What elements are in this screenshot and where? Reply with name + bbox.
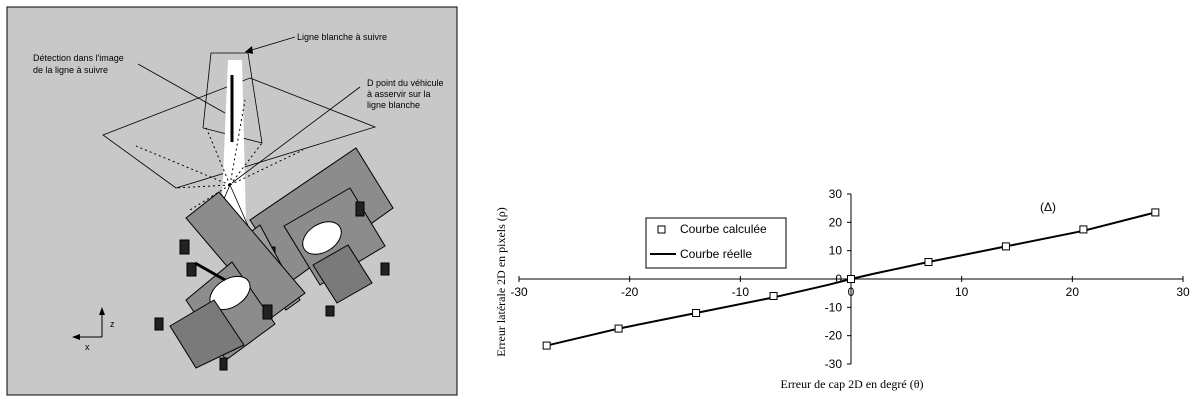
- axis-x-label: x: [85, 342, 90, 352]
- legend-marker-calculee: [657, 225, 666, 234]
- camera-image-plane: [202, 52, 263, 144]
- data-point-courbe-calculee: [847, 275, 855, 283]
- x-tick-label: 0: [848, 285, 855, 299]
- legend-box: [645, 217, 787, 269]
- y-axis-label: Erreur latérale 2D en pixels (ρ): [494, 207, 508, 357]
- label-point-2: à asservir sur la: [367, 89, 431, 99]
- label-detection-2: de la ligne à suivre: [33, 65, 108, 75]
- vehicle-diagram: Détection dans l'image de la ligne à sui…: [6, 6, 458, 396]
- ground-image-plane: [102, 77, 377, 189]
- x-axis-label: Erreur de cap 2D en degré (θ): [780, 377, 923, 391]
- data-point-courbe-calculee: [542, 341, 551, 350]
- x-tick-label: 30: [1176, 285, 1190, 299]
- x-arrow-icon: [72, 334, 80, 340]
- y-tick-label: -20: [825, 329, 843, 343]
- callout-arrows: [137, 36, 361, 184]
- x-tick-label: -20: [621, 285, 639, 299]
- annotation-delta: (Δ): [1040, 200, 1056, 214]
- label-detection-1: Détection dans l'image: [33, 53, 124, 63]
- data-point-courbe-calculee: [924, 258, 933, 266]
- label-white-line: Ligne blanche à suivre: [297, 32, 387, 42]
- x-tick-label: -30: [510, 285, 528, 299]
- axis-indicator: [77, 312, 103, 338]
- data-point-courbe-calculee: [769, 292, 778, 300]
- chart-ticks: -30 -20 -10 0 10 20 30 -30 -20 -10 0 10 20 30: [510, 187, 1190, 371]
- chart: -30 -20 -10 0 10 20 30 -30 -20 -10 0 10 20 30 Erreur …: [494, 187, 1190, 391]
- label-point-3: ligne blanche: [367, 100, 420, 110]
- z-arrow-icon: [99, 307, 105, 315]
- data-point-courbe-calculee: [1001, 242, 1010, 251]
- legend-label-calculee: Courbe calculée: [680, 222, 767, 236]
- data-point-courbe-calculee: [1151, 208, 1160, 217]
- data-point-courbe-calculee: [692, 309, 701, 317]
- vehicle-left: [154, 191, 306, 371]
- data-point-courbe-calculee: [1079, 225, 1088, 234]
- chart-series: [542, 208, 1160, 350]
- arrowhead: [245, 46, 253, 54]
- y-tick-label: 10: [829, 244, 843, 258]
- legend-label-reelle: Courbe réelle: [680, 247, 752, 261]
- x-tick-label: 20: [1066, 285, 1080, 299]
- axis-z-label: z: [110, 319, 115, 329]
- label-point-1: D point du véhicule: [367, 78, 444, 88]
- data-point-courbe-calculee: [614, 324, 623, 333]
- y-tick-label: -30: [825, 357, 843, 371]
- legend: Courbe calculée Courbe réelle: [645, 217, 787, 269]
- projection-rays: [135, 99, 304, 211]
- y-tick-label: 0: [835, 272, 842, 286]
- y-tick-label: 30: [829, 187, 843, 201]
- x-tick-label: -10: [732, 285, 750, 299]
- x-tick-label: 10: [955, 285, 969, 299]
- y-tick-label: -10: [825, 300, 843, 314]
- y-tick-label: 20: [829, 215, 843, 229]
- white-line: [221, 60, 246, 225]
